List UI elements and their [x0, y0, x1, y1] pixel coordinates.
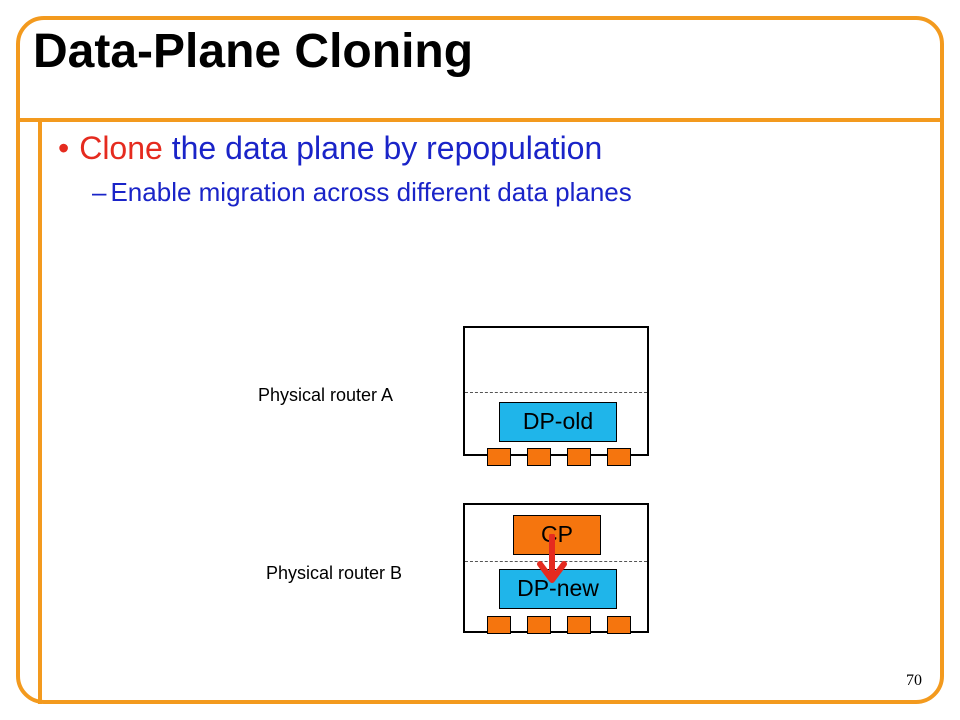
port — [567, 616, 591, 634]
router-b-ports — [463, 616, 649, 636]
port — [487, 448, 511, 466]
sub-bullet-dash: – — [92, 177, 107, 207]
repopulate-arrow-icon — [537, 534, 567, 583]
port — [527, 448, 551, 466]
port — [487, 616, 511, 634]
port — [567, 448, 591, 466]
sub-bullet-text: Enable migration across different data p… — [110, 177, 632, 207]
bullet-highlight: Clone — [79, 130, 163, 166]
router-a-label: Physical router A — [258, 385, 394, 405]
router-a-divider — [465, 392, 647, 393]
port — [527, 616, 551, 634]
bullet-dot: • — [58, 130, 70, 166]
port — [607, 616, 631, 634]
slide-title: Data-Plane Cloning — [33, 25, 474, 78]
main-bullet: •Clone the data plane by repopulation — [58, 130, 603, 166]
router-a-ports — [463, 448, 649, 468]
title-divider — [16, 118, 944, 122]
dp-old-block: DP-old — [499, 402, 617, 442]
page-number: 70 — [906, 672, 922, 689]
side-rule — [38, 118, 42, 704]
cp-block: CP — [513, 515, 601, 555]
bullet-text: the data plane by repopulation — [162, 130, 603, 166]
sub-bullet: –Enable migration across different data … — [92, 178, 632, 207]
router-a-box: DP-old — [463, 326, 649, 456]
router-b-label: Physical router B — [266, 563, 403, 583]
port — [607, 448, 631, 466]
router-b-divider — [465, 561, 647, 562]
